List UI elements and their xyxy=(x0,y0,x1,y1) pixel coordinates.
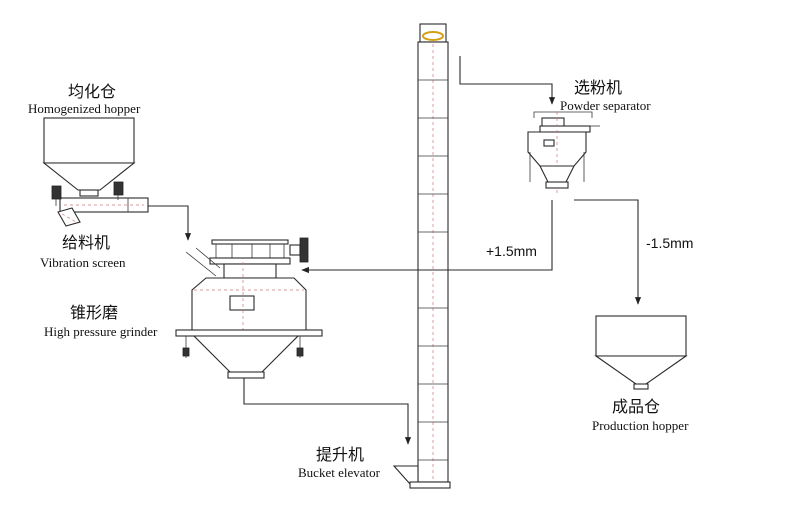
production-hopper xyxy=(594,315,688,390)
powder-separator xyxy=(527,111,600,196)
elevator-label-en: Bucket elevator xyxy=(298,465,381,480)
high-pressure-grinder xyxy=(175,237,323,379)
elevator-head-pulley xyxy=(422,31,444,41)
separator-label-en: Powder separator xyxy=(560,98,651,113)
elevator-to-separator-arrow xyxy=(459,56,556,105)
homogenized-hopper-label-cn: 均化仓 xyxy=(68,82,116,101)
homogenized-hopper xyxy=(42,117,136,197)
separator-label-cn: 选粉机 xyxy=(574,78,622,97)
product-hopper-label-en: Production hopper xyxy=(592,418,689,433)
coarse-return-arrow xyxy=(301,200,553,274)
coarse-size-label: +1.5mm xyxy=(486,243,537,259)
vibration-screen-label-en: Vibration screen xyxy=(40,255,126,270)
elevator-label-cn: 提升机 xyxy=(316,445,364,464)
vibration-screen xyxy=(51,181,149,227)
feeder-to-grinder-arrow xyxy=(148,205,192,241)
fine-to-product-arrow xyxy=(574,199,642,305)
grinder-label-en: High pressure grinder xyxy=(44,324,158,339)
grinder-label-cn: 锥形磨 xyxy=(70,303,118,322)
fine-size-label: -1.5mm xyxy=(646,235,693,251)
homogenized-hopper-label-en: Homogenized hopper xyxy=(28,101,141,116)
bucket-elevator xyxy=(392,23,451,489)
grinder-to-elevator-arrow xyxy=(243,378,412,445)
vibration-screen-label-cn: 给料机 xyxy=(62,233,110,252)
product-hopper-label-cn: 成品仓 xyxy=(612,397,660,416)
